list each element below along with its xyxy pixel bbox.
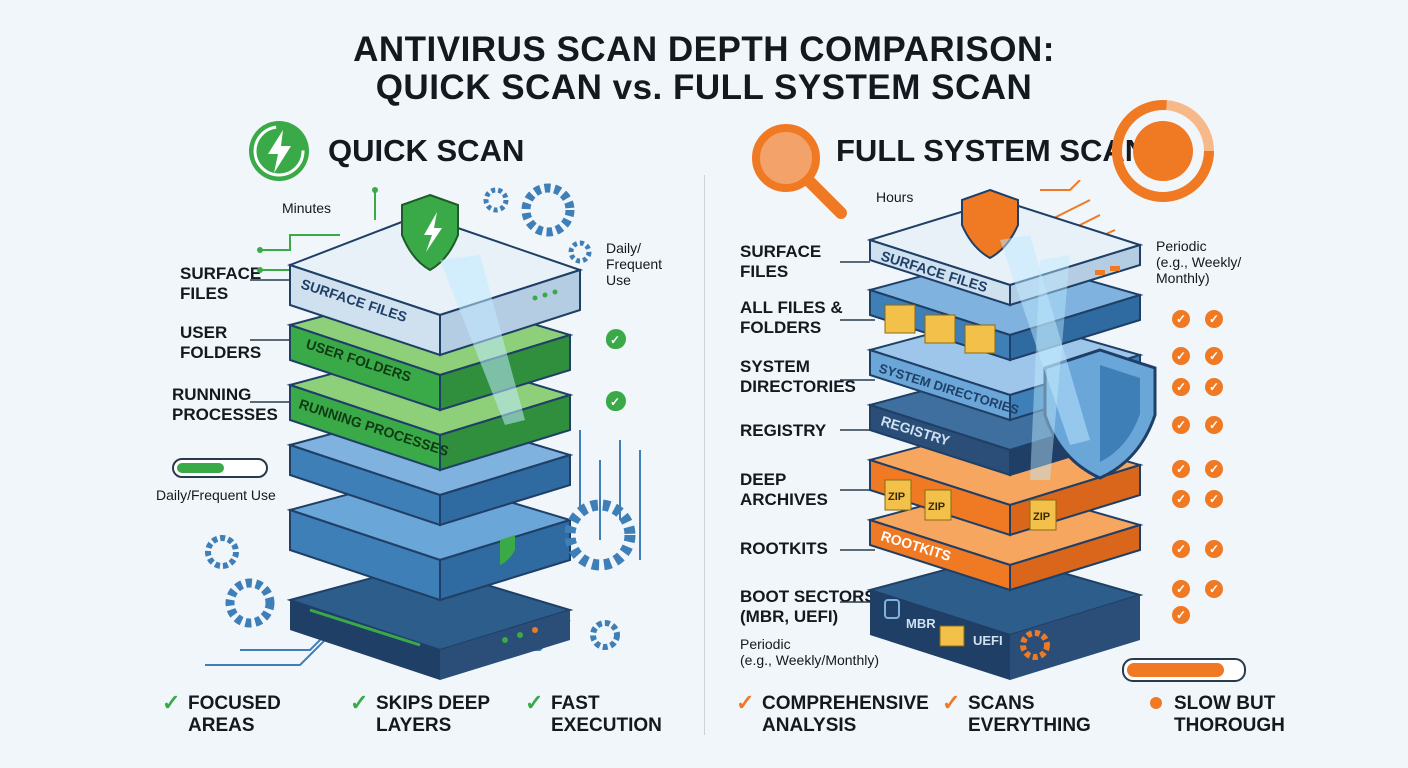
zip-label: ZIP — [928, 501, 945, 513]
check-icon: ✓ — [606, 393, 624, 411]
quick-progress-fill — [177, 463, 225, 473]
full-label-rootkits: ROOTKITS — [740, 539, 828, 558]
full-scan-beam — [1000, 235, 1090, 445]
full-frequency-bottom: Periodic (e.g., Weekly/Monthly) — [740, 636, 880, 668]
full-progress-fill — [1127, 663, 1224, 677]
check-icon: ✓ — [1172, 378, 1190, 396]
quick-scan-heading: QUICK SCAN — [328, 133, 525, 168]
check-icon: ✓ — [1205, 310, 1223, 328]
check-icon: ✓ — [162, 690, 181, 715]
check-icon: ✓ — [1205, 416, 1223, 434]
full-label-surface-files: SURFACE FILES — [740, 242, 822, 281]
zip-label: ZIP — [1033, 511, 1050, 523]
check-icon: ✓ — [1205, 378, 1223, 396]
full-footer-scans-everything: SCANS EVERYTHING — [968, 693, 1091, 736]
full-footer-slow-but-thorough: SLOW BUT THOROUGH — [1174, 693, 1285, 736]
check-icon: ✓ — [350, 690, 369, 715]
full-scan-beam — [1030, 255, 1070, 480]
check-icon: ✓ — [1172, 606, 1190, 624]
progress-ring-icon — [1110, 98, 1216, 204]
gear-icon — [205, 183, 636, 650]
quick-frequency-bottom: Daily/Frequent Use — [156, 487, 276, 503]
full-progress-bar — [1122, 658, 1246, 682]
check-icon: ✓ — [942, 690, 961, 715]
quick-label-running-processes: RUNNING PROCESSES — [172, 385, 278, 424]
check-icon: ✓ — [1205, 580, 1223, 598]
lightning-icon — [246, 118, 312, 184]
bullet-icon — [1150, 697, 1162, 709]
check-icon: ✓ — [1205, 540, 1223, 558]
quick-shield-icon — [401, 193, 459, 272]
quick-label-surface-files: SURFACE FILES — [180, 264, 262, 303]
full-footer-comprehensive-analysis: COMPREHENSIVE ANALYSIS — [762, 693, 929, 736]
full-label-all-files-folders: ALL FILES & FOLDERS — [740, 298, 843, 337]
quick-progress-bar — [172, 458, 268, 478]
check-icon: ✓ — [1205, 490, 1223, 508]
check-icon: ✓ — [525, 690, 544, 715]
quick-footer-skips-deep-layers: SKIPS DEEP LAYERS — [376, 693, 491, 736]
full-scan-stack: MBR UEFI ROOTKITS ZIP ZIP ZIP REGISTRY S… — [840, 180, 1157, 680]
check-icon: ✓ — [1172, 460, 1190, 478]
quick-label-user-folders: USER FOLDERS — [180, 323, 262, 362]
check-icon: ✓ — [1172, 310, 1190, 328]
full-scan-time: Hours — [876, 189, 914, 205]
full-label-deep-archives: DEEP ARCHIVES — [740, 470, 828, 509]
full-label-registry: REGISTRY — [740, 421, 827, 440]
check-icon: ✓ — [1205, 460, 1223, 478]
quick-scan-time: Minutes — [282, 200, 332, 216]
zip-label: ZIP — [888, 491, 905, 503]
page-title-line-1: ANTIVIRUS SCAN DEPTH COMPARISON: — [353, 30, 1055, 69]
full-layer-boot-sectors: MBR UEFI — [866, 553, 1144, 680]
check-icon: ✓ — [1172, 490, 1190, 508]
magnifier-icon — [746, 118, 856, 223]
check-icon: ✓ — [1205, 347, 1223, 365]
quick-frequency-top: Daily/ Frequent Use — [606, 240, 663, 288]
check-icon: ✓ — [1172, 347, 1190, 365]
full-frequency-top: Periodic (e.g., Weekly/ Monthly) — [1156, 238, 1242, 286]
check-icon: ✓ — [1172, 416, 1190, 434]
quick-footer-fast-execution: FAST EXECUTION — [551, 693, 662, 736]
full-boot-mbr: MBR — [906, 616, 936, 631]
divider — [704, 175, 705, 735]
check-icon: ✓ — [736, 690, 755, 715]
page-title-line-2: QUICK SCAN vs. FULL SYSTEM SCAN — [375, 68, 1033, 107]
quick-layer-base — [286, 563, 574, 680]
gear-icon — [1020, 630, 1050, 660]
quick-footer-focused-areas: FOCUSED AREAS — [188, 693, 281, 736]
full-boot-uefi: UEFI — [973, 633, 1003, 648]
quick-scan-stack: RUNNING PROCESSES USER FOLDERS SURFACE F… — [205, 183, 641, 680]
full-label-boot-sectors: BOOT SECTORS (MBR, UEFI) — [740, 587, 876, 626]
full-label-system-directories: SYSTEM DIRECTORIES — [740, 357, 856, 396]
quick-scan-beam — [440, 255, 525, 425]
full-scan-heading: FULL SYSTEM SCAN — [836, 133, 1148, 168]
check-icon: ✓ — [606, 331, 624, 349]
check-icon: ✓ — [1172, 540, 1190, 558]
check-icon: ✓ — [1172, 580, 1190, 598]
